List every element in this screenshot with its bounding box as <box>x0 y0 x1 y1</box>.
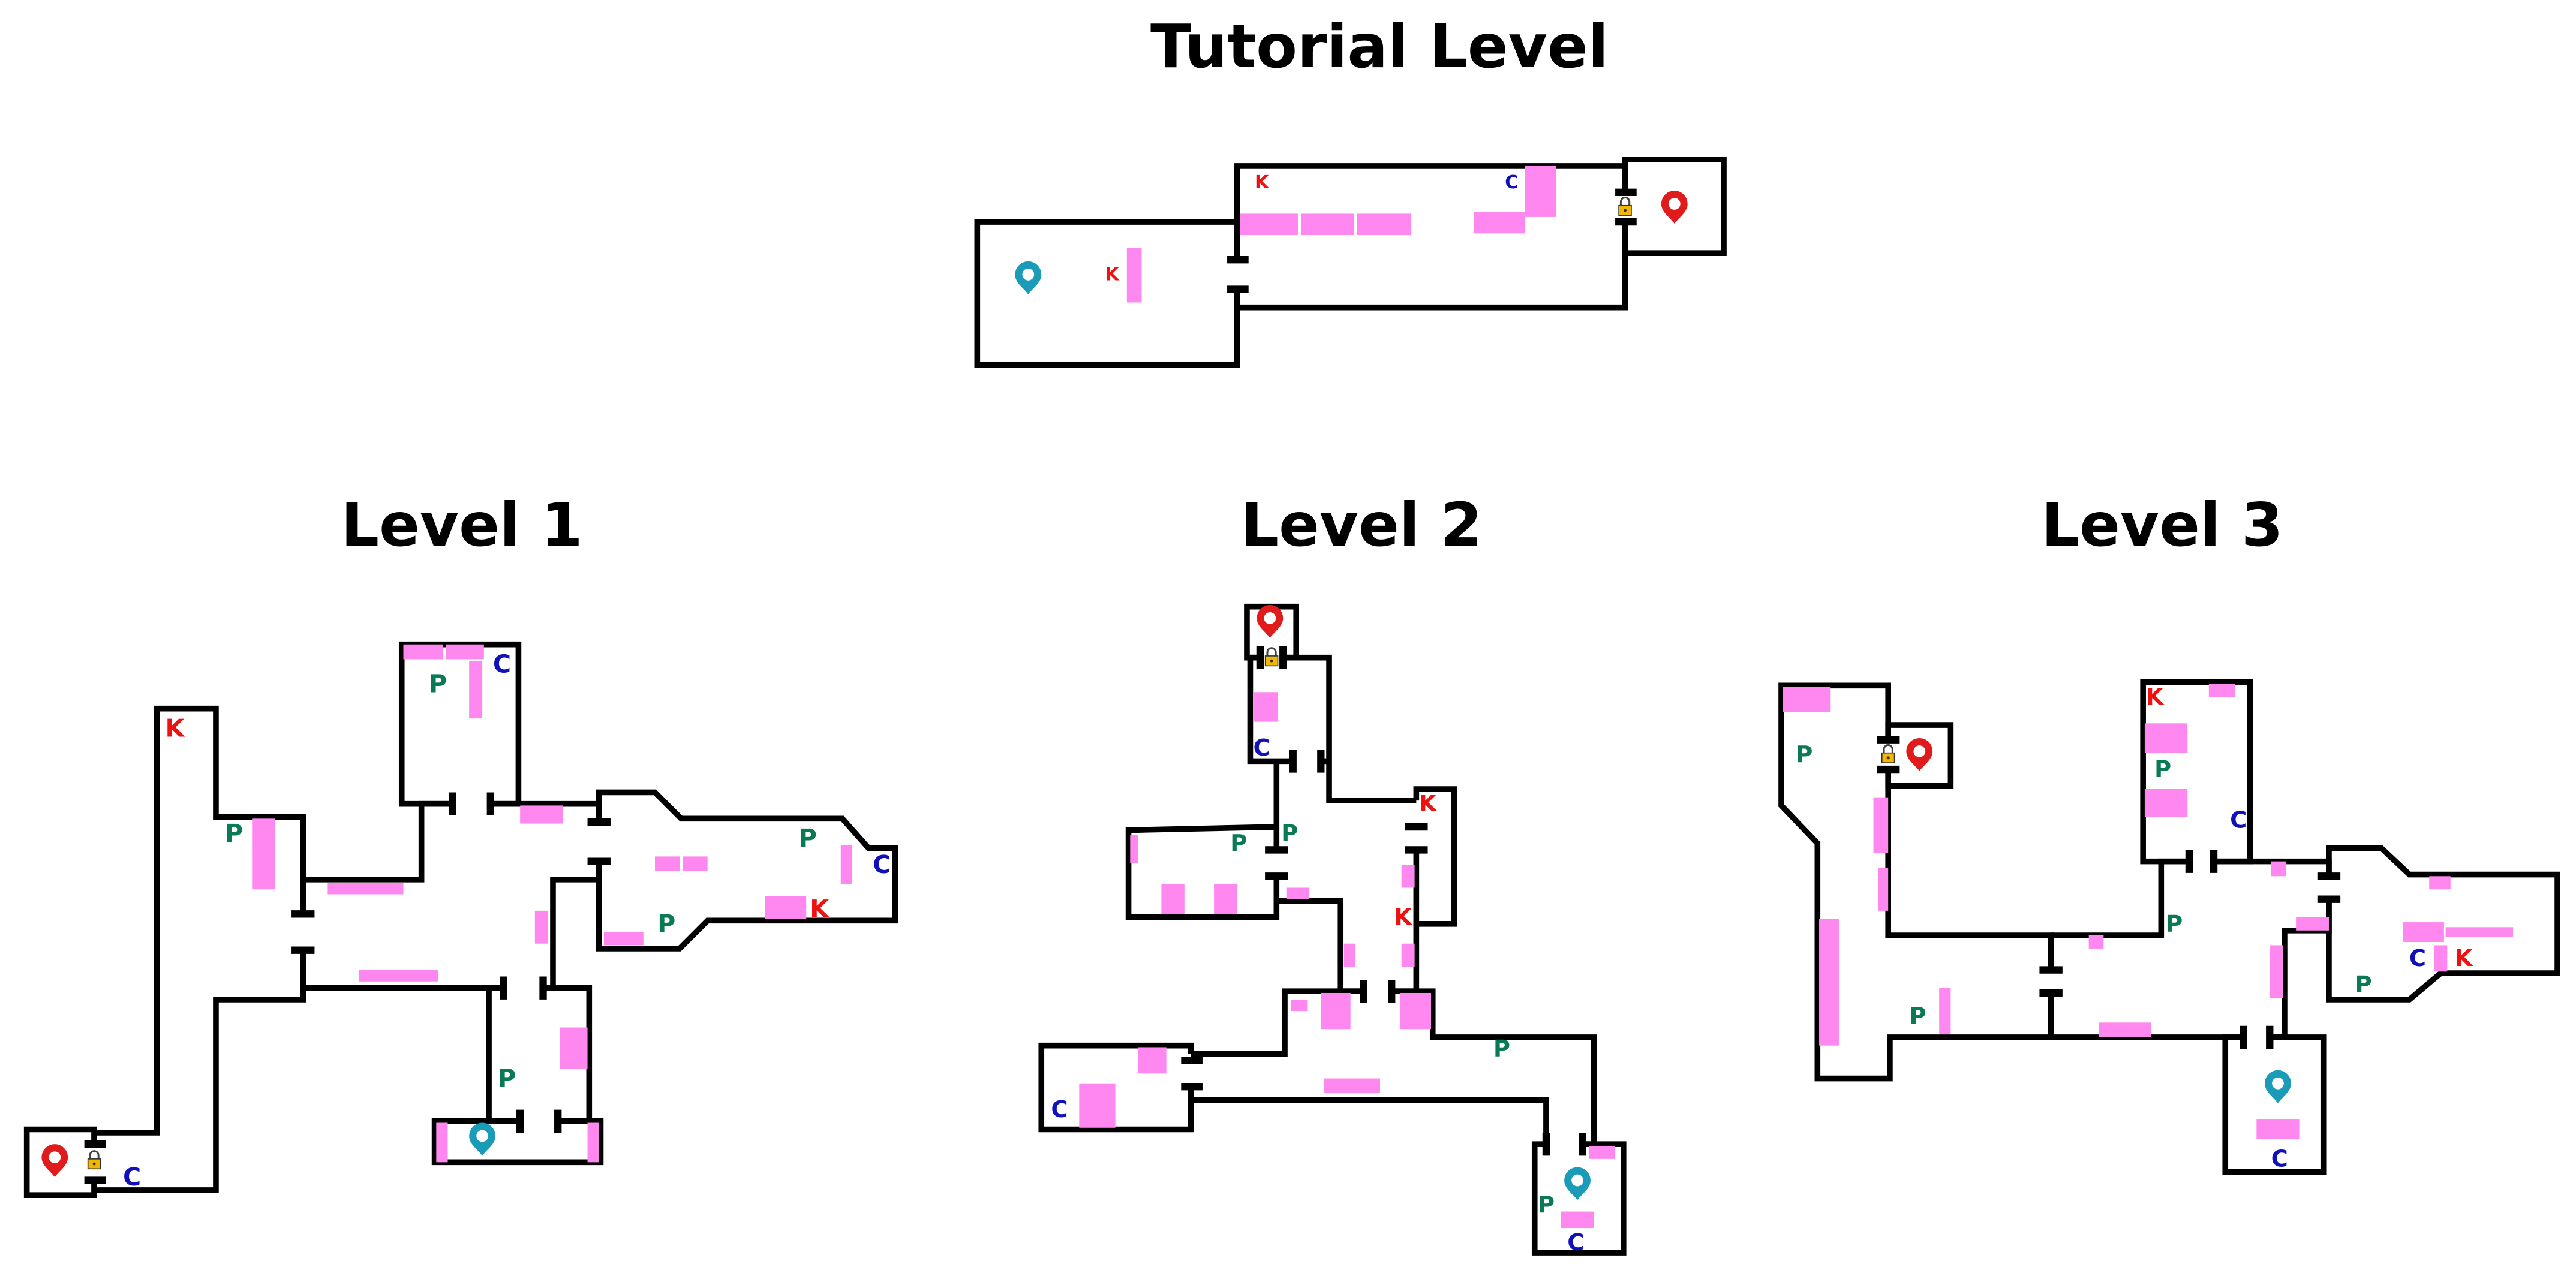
lock-icon <box>1618 197 1633 216</box>
level-1-title: Level 1 <box>341 490 583 560</box>
c-label: C <box>123 1163 141 1191</box>
level-2-title: Level 2 <box>1240 490 1483 560</box>
c-label: C <box>1051 1096 1068 1123</box>
level-3-title: Level 3 <box>2041 490 2283 560</box>
goal-pin-icon <box>1661 191 1688 224</box>
p-label: P <box>799 824 817 853</box>
tutorial-level-map: K K C <box>974 157 1727 368</box>
lock-icon <box>87 1150 101 1170</box>
p-label: P <box>429 670 447 699</box>
key-label: K <box>1255 172 1270 193</box>
p-label: P <box>1538 1191 1555 1218</box>
c-label: C <box>2271 1145 2288 1172</box>
start-pin-icon <box>469 1122 496 1156</box>
level-3-map: P K P C P P C K P C <box>1778 679 2560 1175</box>
key-label: K <box>810 895 830 923</box>
c-label: C <box>2230 807 2247 834</box>
key-label: K <box>2455 945 2473 972</box>
tutorial-level-title: Tutorial Level <box>1150 11 1609 82</box>
c-label: C <box>1567 1229 1584 1256</box>
goal-pin-icon <box>1906 738 1933 771</box>
p-label: P <box>1281 820 1298 847</box>
key-label: K <box>2145 684 2164 711</box>
level-2-map: C K P P K P C P C <box>1038 603 1627 1256</box>
start-pin-icon <box>2265 1070 2291 1103</box>
lock-icon <box>1881 744 1896 764</box>
p-label: P <box>657 910 675 938</box>
key-label: K <box>165 714 185 743</box>
goal-pin-icon <box>41 1144 68 1178</box>
p-label: P <box>1909 1003 1926 1030</box>
c-label: C <box>493 650 511 679</box>
lock-icon <box>1264 647 1279 667</box>
c-label: C <box>873 850 891 879</box>
key-label: K <box>1394 904 1413 931</box>
p-label: P <box>498 1064 516 1093</box>
start-pin-icon <box>1564 1167 1591 1200</box>
p-label: P <box>2355 971 2371 998</box>
key-label: K <box>1105 264 1120 285</box>
goal-pin-icon <box>1257 604 1284 638</box>
p-label: P <box>1493 1036 1510 1063</box>
c-label: C <box>2409 945 2426 972</box>
p-label: P <box>225 819 243 848</box>
level-1-map: K P P C P C K P P C <box>23 641 898 1198</box>
p-label: P <box>1796 741 1812 768</box>
c-label: C <box>1505 172 1518 193</box>
p-label: P <box>2154 756 2171 783</box>
p-label: P <box>2166 910 2183 937</box>
p-label: P <box>1230 830 1247 857</box>
start-pin-icon <box>1015 261 1042 294</box>
key-label: K <box>1419 790 1438 817</box>
c-label: C <box>1254 735 1270 762</box>
